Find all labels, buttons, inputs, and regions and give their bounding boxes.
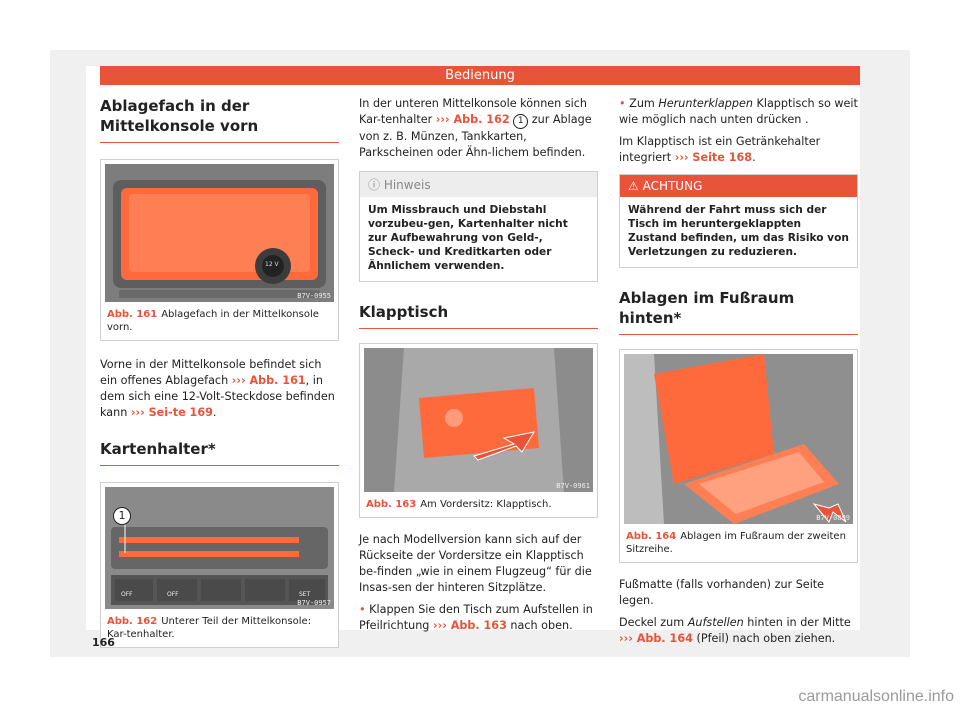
socket-label: 12 V xyxy=(265,261,279,268)
hinweis-box: ⓘ Hinweis Um Missbrauch und Diebstahl vo… xyxy=(359,171,598,282)
figure-162-number: Abb. 162 xyxy=(107,616,158,627)
link-abb-162[interactable]: ››› Abb. 162 xyxy=(435,113,510,126)
console-tray-illustration xyxy=(105,164,334,302)
card-holder-illustration xyxy=(105,487,334,609)
figure-164-image: B7V-0899 xyxy=(624,354,853,524)
paragraph-klapptisch: Je nach Modellversion kann sich auf der … xyxy=(359,533,592,594)
figure-162-caption-text: Unterer Teil der Mittelkonsole: Kar-tenh… xyxy=(107,616,312,640)
bullet-icon: • xyxy=(619,97,630,110)
watermark: carmanualsonline.info xyxy=(798,688,954,705)
button-off-2: OFF xyxy=(167,591,179,598)
hinweis-title: Hinweis xyxy=(383,178,431,192)
paragraph-kartenhalter: In der unteren Mittelkonsole können sich… xyxy=(359,97,592,159)
column-1: Ablagefach in der Mittelkonsole vorn 12 … xyxy=(100,96,339,648)
link-abb-163[interactable]: ››› Abb. 163 xyxy=(432,619,507,632)
button-set: SET xyxy=(299,591,311,598)
link-seite-168[interactable]: ››› Seite 168 xyxy=(674,151,753,164)
callout-1: 1 xyxy=(113,507,131,525)
column-2: In der unteren Mittelkonsole können sich… xyxy=(359,96,598,640)
page-number: 166 xyxy=(92,636,115,649)
figure-164-number: Abb. 164 xyxy=(626,531,677,542)
link-abb-161[interactable]: ››› Abb. 161 xyxy=(231,374,306,387)
heading-fussraum: Ablagen im Fußraum hinten* xyxy=(619,288,858,335)
paragraph-herunterklappen: • Zum Herunterklappen Klapptisch so weit… xyxy=(619,97,858,126)
column-3: • Zum Herunterklappen Klapptisch so weit… xyxy=(619,96,858,653)
figure-163-number: Abb. 163 xyxy=(366,499,417,510)
figure-161-code: B7V-0955 xyxy=(297,292,331,300)
heading-ablagefach: Ablagefach in der Mittelkonsole vorn xyxy=(100,96,339,143)
figure-163-image: B7V-0961 xyxy=(364,348,593,492)
figure-163-code: B7V-0961 xyxy=(556,482,590,490)
figure-163-caption-text: Am Vordersitz: Klapptisch. xyxy=(420,499,552,510)
warning-icon: ⚠ xyxy=(628,179,643,193)
link-seite-169[interactable]: ››› Sei-te 169 xyxy=(130,406,213,419)
paragraph-deckel: Deckel zum Aufstellen hinten in der Mitt… xyxy=(619,616,851,645)
info-icon: ⓘ xyxy=(368,178,384,192)
paragraph-aufstellen: • Klappen Sie den Tisch zum Aufstellen i… xyxy=(359,603,593,632)
figure-161-image: 12 V B7V-0955 xyxy=(105,164,334,302)
bullet-icon: • xyxy=(359,603,370,616)
figure-164-caption-text: Ablagen im Fußraum der zweiten Sitzreihe… xyxy=(626,531,846,555)
button-off-1: OFF xyxy=(121,591,133,598)
figure-161-number: Abb. 161 xyxy=(107,309,158,320)
section-header: Bedienung xyxy=(100,66,860,85)
hinweis-header: ⓘ Hinweis xyxy=(360,172,597,197)
paragraph-getraenkehalter: Im Klapptisch ist ein Getränkehalter int… xyxy=(619,135,821,164)
paragraph-ablagefach: Vorne in der Mittelkonsole befindet sich… xyxy=(100,358,335,419)
figure-162-code: B7V-0957 xyxy=(297,599,331,607)
figure-164-code: B7V-0899 xyxy=(816,514,850,522)
folding-table-illustration xyxy=(364,348,593,492)
paragraph-fussmatte: Fußmatte (falls vorhanden) zur Seite leg… xyxy=(619,578,825,607)
footwell-storage-illustration xyxy=(624,354,853,524)
achtung-body: Während der Fahrt muss sich der Tisch im… xyxy=(628,204,849,258)
achtung-box: ⚠ ACHTUNG Während der Fahrt muss sich de… xyxy=(619,174,858,268)
heading-kartenhalter: Kartenhalter* xyxy=(100,439,339,466)
achtung-title: ACHTUNG xyxy=(642,179,703,193)
hinweis-body: Um Missbrauch und Diebstahl vorzubeu-gen… xyxy=(368,204,568,272)
figure-161-caption-text: Ablagefach in der Mittelkonsole vorn. xyxy=(107,309,319,333)
figure-162-image: 1 OFF OFF SET B7V-0957 xyxy=(105,487,334,609)
callout-ref-1: 1 xyxy=(513,114,529,129)
heading-klapptisch: Klapptisch xyxy=(359,302,598,329)
link-abb-164[interactable]: ››› Abb. 164 xyxy=(619,632,693,645)
achtung-header: ⚠ ACHTUNG xyxy=(620,175,857,197)
